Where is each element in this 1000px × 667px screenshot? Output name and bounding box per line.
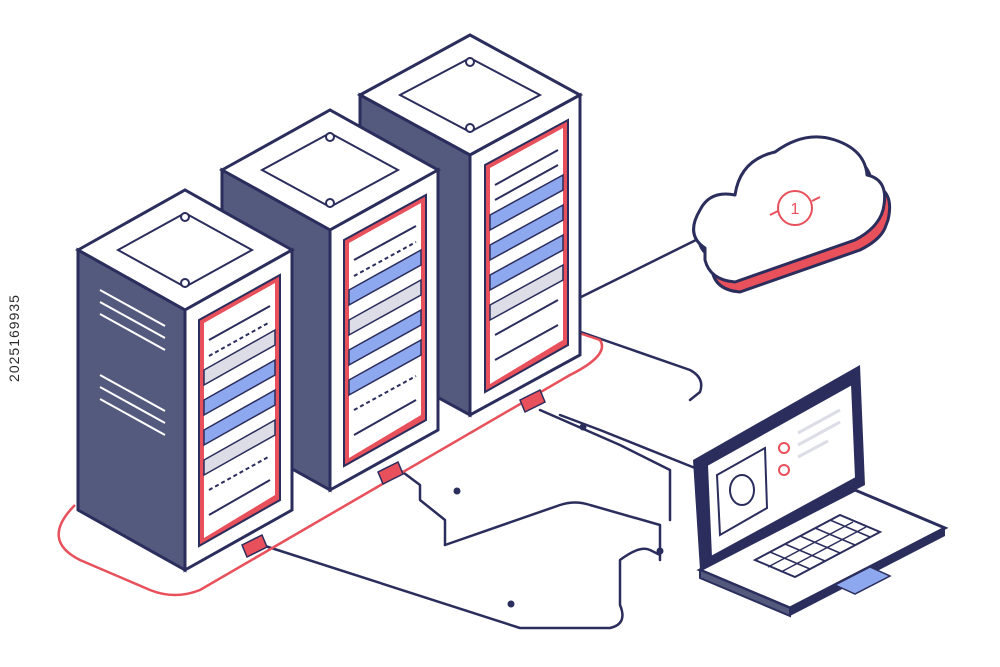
cloud-badge <box>777 190 813 226</box>
cable-dot <box>453 487 461 495</box>
laptop-touchpad <box>833 566 892 595</box>
cable-to-cloud <box>573 236 702 302</box>
cable-dot <box>579 423 587 431</box>
cable-long-connector <box>558 413 702 472</box>
stock-image-id: 2025169935 <box>6 294 22 382</box>
laptop-icon <box>693 365 949 618</box>
cable-server3-to-hub <box>538 408 672 522</box>
cable-dot <box>656 547 664 555</box>
cable-mid-right <box>573 328 703 402</box>
cable-server1-to-hub <box>260 543 662 630</box>
cable-dot <box>507 600 515 608</box>
red-loop-cable <box>57 328 604 597</box>
cable-hub-diamond <box>443 501 662 562</box>
cloud-label: 1 <box>791 201 800 218</box>
cable-server2-to-hub <box>398 468 447 547</box>
cloud-icon: 1 <box>692 135 892 294</box>
cable-dots <box>453 423 664 608</box>
server-rack-icon <box>74 188 296 573</box>
